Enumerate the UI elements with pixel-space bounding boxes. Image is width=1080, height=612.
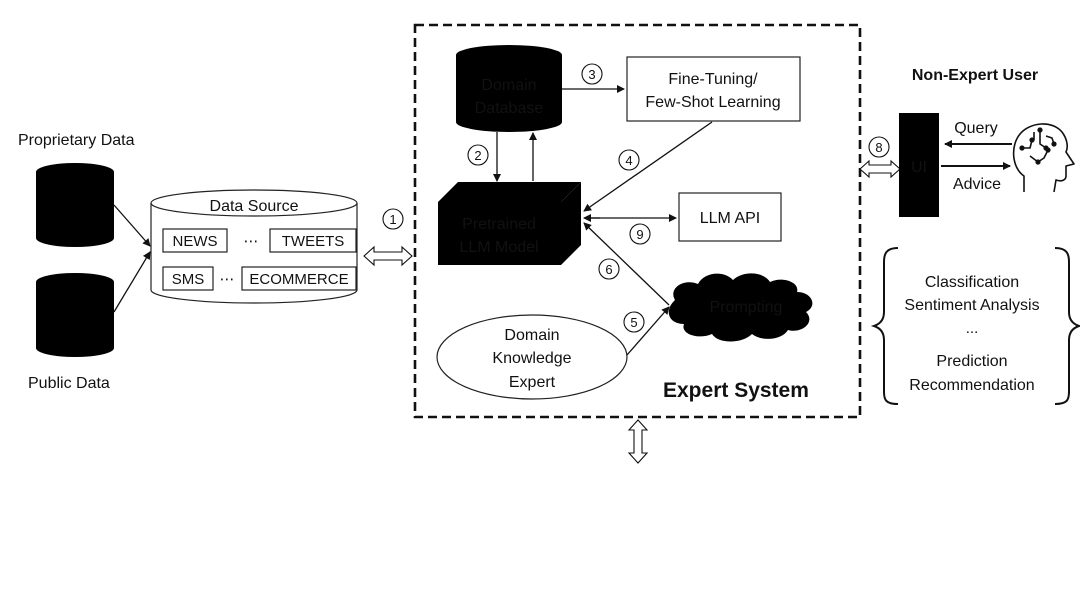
proprietary-data-label: Proprietary Data — [18, 132, 135, 149]
fine-tuning-label-2: Few-Shot Learning — [645, 94, 780, 111]
sms-box — [162, 266, 214, 291]
news-label: NEWS — [173, 233, 218, 250]
fine-tuning-label-1: Fine-Tuning/ — [668, 71, 758, 88]
tweets-box — [269, 228, 357, 253]
domain-expert-label-2: Knowledge — [492, 350, 571, 367]
step-6-badge: 6 — [598, 258, 620, 280]
arrow-step-5 — [626, 306, 670, 356]
public-data-cylinder — [36, 273, 114, 357]
task-prediction: Prediction — [936, 353, 1007, 370]
llm-api-box — [678, 192, 782, 242]
double-arrow-step-8 — [859, 159, 901, 179]
task-recommendation: Recommendation — [909, 377, 1034, 394]
advice-label: Advice — [953, 176, 1001, 193]
svg-text:2: 2 — [474, 148, 481, 163]
ecommerce-label: ECOMMERCE — [249, 271, 348, 288]
right-brace — [1054, 247, 1080, 405]
step-9-badge: 9 — [629, 223, 651, 245]
svg-text:3: 3 — [588, 67, 595, 82]
pretrained-model-label-1: Pretrained — [462, 216, 536, 233]
step-1-badge: 1 — [382, 208, 404, 230]
step-8-badge: 8 — [868, 136, 890, 158]
domain-expert-label-3: Expert — [509, 374, 556, 391]
ellipsis-1: ⋯ — [244, 233, 259, 250]
double-arrow-step-7 — [627, 419, 649, 464]
public-data-label: Public Data — [28, 375, 110, 392]
pretrained-model-label-2: LLM Model — [459, 239, 538, 256]
pretrained-llm-model-box — [438, 182, 581, 265]
svg-text:6: 6 — [605, 262, 612, 277]
svg-text:8: 8 — [875, 140, 882, 155]
domain-database-label-1: Domain — [481, 77, 536, 94]
arrow-step-4 — [583, 121, 713, 212]
query-label: Query — [954, 120, 998, 137]
ellipsis-2: ⋯ — [220, 271, 235, 288]
domain-expert-label-1: Domain — [504, 327, 559, 344]
expert-system-title: Expert System — [663, 379, 809, 402]
step-5-badge: 5 — [623, 311, 645, 333]
task-sentiment-analysis: Sentiment Analysis — [904, 297, 1039, 314]
step-3-badge: 3 — [581, 63, 603, 85]
svg-text:5: 5 — [630, 315, 637, 330]
ui-panel — [899, 113, 939, 217]
fine-tuning-box — [626, 56, 801, 122]
svg-text:1: 1 — [389, 212, 396, 227]
step-4-badge: 4 — [618, 149, 640, 171]
double-arrow-step-1 — [363, 245, 413, 267]
ecommerce-box — [241, 266, 357, 291]
arrow-public-to-source — [113, 251, 151, 313]
left-brace — [870, 247, 899, 405]
proprietary-data-cylinder — [36, 163, 114, 247]
data-source-title: Data Source — [210, 198, 299, 215]
ui-label: UI — [911, 159, 927, 176]
news-box — [162, 228, 228, 253]
prompting-cloud — [668, 273, 813, 342]
head-with-circuit-icon — [1012, 123, 1075, 193]
arrow-step-6 — [583, 222, 670, 306]
tweets-label: TWEETS — [282, 233, 345, 250]
expert-system-boundary — [413, 23, 862, 419]
domain-knowledge-expert-ellipse — [436, 314, 628, 400]
domain-database-label-2: Database — [475, 100, 544, 117]
svg-text:4: 4 — [625, 153, 632, 168]
non-expert-user-title: Non-Expert User — [912, 67, 1038, 84]
llm-api-label: LLM API — [700, 210, 760, 227]
task-ellipsis: ... — [966, 320, 979, 337]
step-2-badge: 2 — [467, 144, 489, 166]
domain-database-cylinder — [456, 45, 562, 132]
sms-label: SMS — [172, 271, 205, 288]
svg-text:9: 9 — [636, 227, 643, 242]
prompting-label: Prompting — [710, 299, 783, 316]
arrow-proprietary-to-source — [113, 204, 151, 247]
task-classification: Classification — [925, 274, 1019, 291]
